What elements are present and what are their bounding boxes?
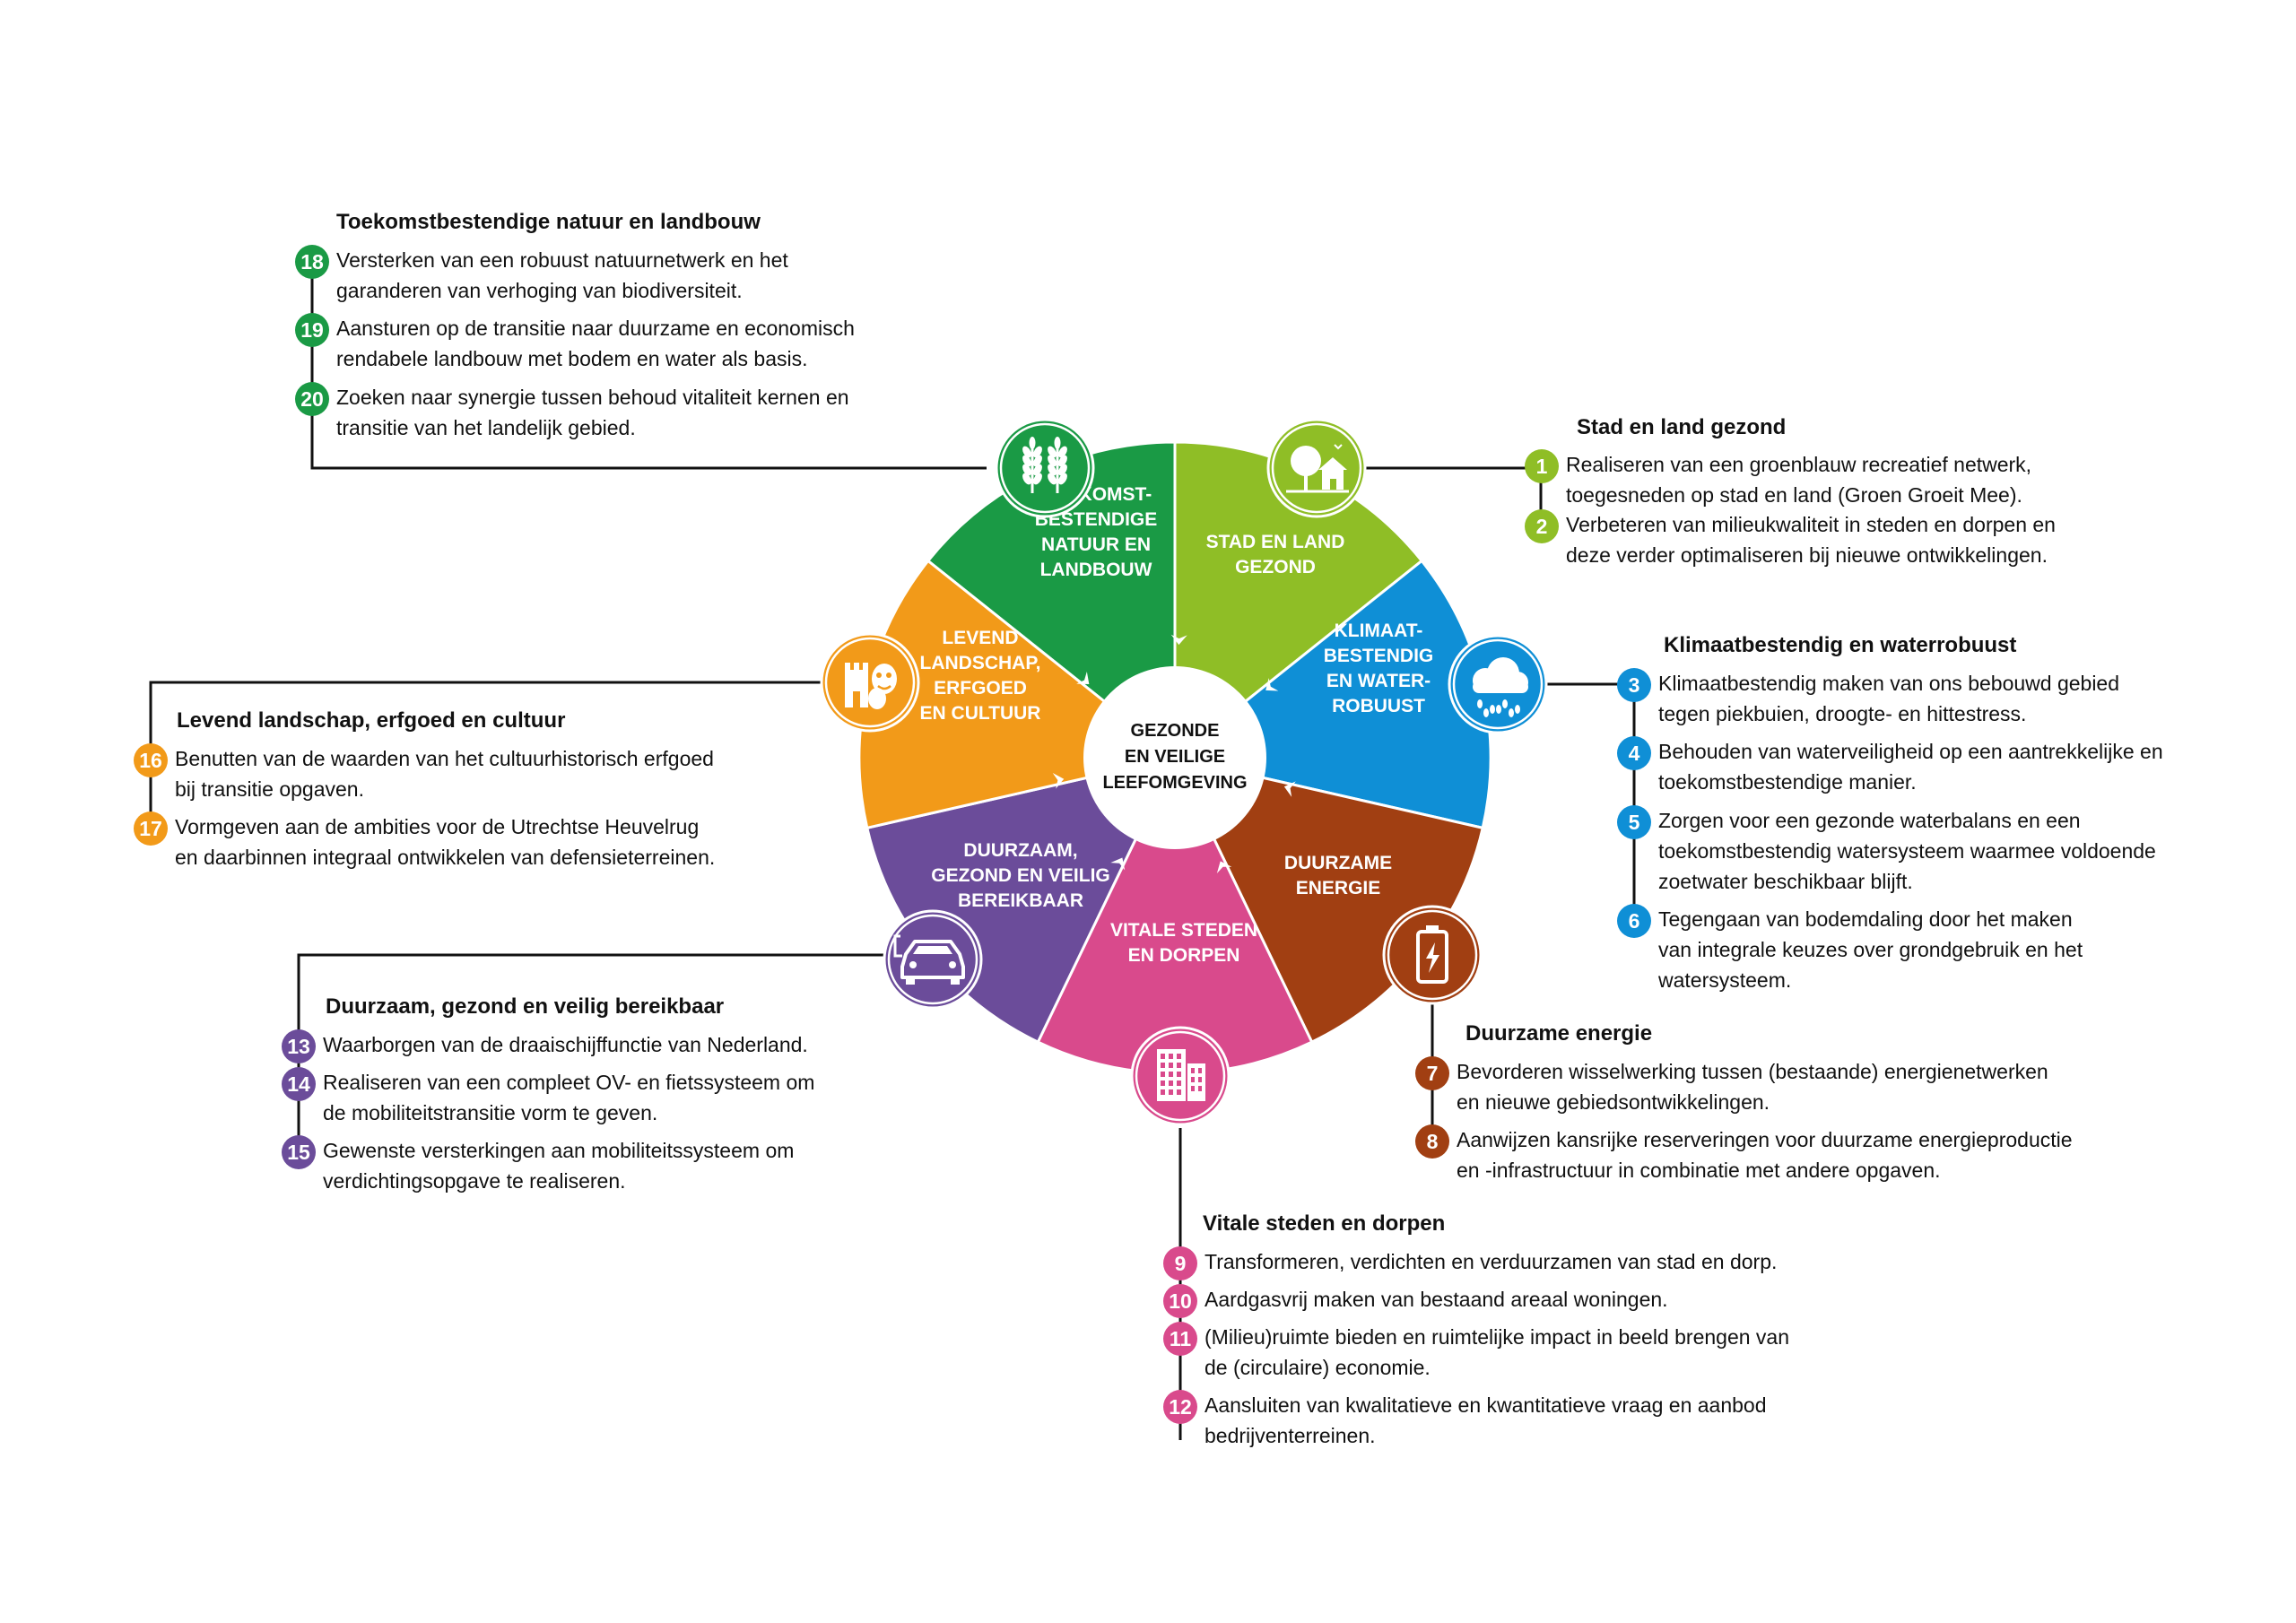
block-title: Duurzame energie <box>1465 1021 1653 1046</box>
item-number-badge: 17 <box>134 812 168 846</box>
item-text: Verbeteren van milieukwaliteit in steden… <box>1566 513 2056 567</box>
item-number-badge: 12 <box>1163 1390 1197 1424</box>
tree-house-icon <box>1266 418 1367 518</box>
item-number-badge: 5 <box>1617 805 1651 839</box>
item-number-badge: 6 <box>1617 904 1651 938</box>
item-text: Zoeken naar synergie tussen behoud vital… <box>336 386 849 439</box>
flow-arrows <box>1052 634 1296 874</box>
item-number-badge: 14 <box>282 1067 316 1101</box>
building-icon <box>1130 1026 1231 1126</box>
item-number-badge: 7 <box>1415 1056 1449 1090</box>
item-text: Klimaatbestendig maken van ons bebouwd g… <box>1658 672 2120 725</box>
item-text: Benutten van de waarden van het cultuurh… <box>175 747 714 801</box>
item-number-badge: 10 <box>1163 1284 1197 1318</box>
item-number-badge: 3 <box>1617 668 1651 702</box>
item-text: Behouden van waterveiligheid op een aant… <box>1658 740 2163 794</box>
item-text: (Milieu)ruimte bieden en ruimtelijke imp… <box>1205 1325 1789 1379</box>
item-number-badge: 11 <box>1163 1322 1197 1356</box>
block-title: Toekomstbestendige natuur en landbouw <box>336 210 761 234</box>
segment-icons <box>820 418 1548 1126</box>
item-text: Gewenste versterkingen aan mobiliteitssy… <box>323 1139 795 1193</box>
block-title: Levend landschap, erfgoed en cultuur <box>177 708 566 733</box>
item-number-badge: 16 <box>134 743 168 777</box>
flow-arrow <box>1216 861 1232 874</box>
item-text: Waarborgen van de draaischijffunctie van… <box>323 1033 808 1056</box>
block-title: Stad en land gezond <box>1577 415 1787 439</box>
flow-arrow <box>1110 857 1126 871</box>
item-text: Aanwijzen kansrijke reserveringen voor d… <box>1457 1128 2073 1182</box>
item-text: Aardgasvrij maken van bestaand areaal wo… <box>1205 1288 1668 1311</box>
block-title: Duurzaam, gezond en veilig bereikbaar <box>326 994 725 1019</box>
connector-line <box>1363 466 1543 525</box>
item-text: Versterken van een robuust natuurnetwerk… <box>336 248 788 302</box>
item-text: Aansturen op de transitie naar duurzame … <box>336 317 855 370</box>
item-text: Aansluiten van kwalitatieve en kwantitat… <box>1205 1393 1767 1447</box>
item-number-badge: 13 <box>282 1029 316 1063</box>
item-text: Realiseren van een compleet OV- en fiets… <box>323 1071 815 1124</box>
flow-arrow <box>1283 781 1296 797</box>
battery-icon <box>1382 905 1483 1005</box>
center-circle <box>1083 666 1266 849</box>
rain-cloud-icon <box>1448 634 1548 734</box>
electric-car-icon <box>883 909 983 1010</box>
item-text: Bevorderen wisselwerking tussen (bestaan… <box>1457 1060 2048 1114</box>
item-number-badge: 20 <box>295 382 329 416</box>
castle-theatre-icon <box>820 632 920 733</box>
item-number-badge: 18 <box>295 245 329 279</box>
block-title: Klimaatbestendig en waterrobuust <box>1664 633 2017 657</box>
item-number-badge: 2 <box>1525 509 1559 543</box>
item-number-badge: 4 <box>1617 736 1651 770</box>
item-number-badge: 1 <box>1525 449 1559 483</box>
item-number-badge: 19 <box>295 313 329 347</box>
item-text: Tegengaan van bodemdaling door het maken… <box>1658 907 2083 992</box>
flow-arrow <box>1265 678 1279 691</box>
item-text: Vormgeven aan de ambities voor de Utrech… <box>175 815 716 869</box>
item-text: Transformeren, verdichten en verduurzame… <box>1205 1250 1778 1273</box>
flow-arrow <box>1170 634 1187 646</box>
wheat-icon <box>995 418 1095 518</box>
flow-arrow <box>1052 772 1065 789</box>
block-title: Vitale steden en dorpen <box>1203 1211 1446 1236</box>
item-number-badge: 9 <box>1163 1246 1197 1280</box>
item-text: Zorgen voor een gezonde waterbalans en e… <box>1658 809 2156 893</box>
item-number-badge: 8 <box>1415 1124 1449 1159</box>
item-number-badge: 15 <box>282 1135 316 1169</box>
flow-arrow <box>1076 672 1090 685</box>
connector-line <box>149 681 823 829</box>
item-text: Realiseren van een groenblauw recreatief… <box>1566 453 2032 507</box>
